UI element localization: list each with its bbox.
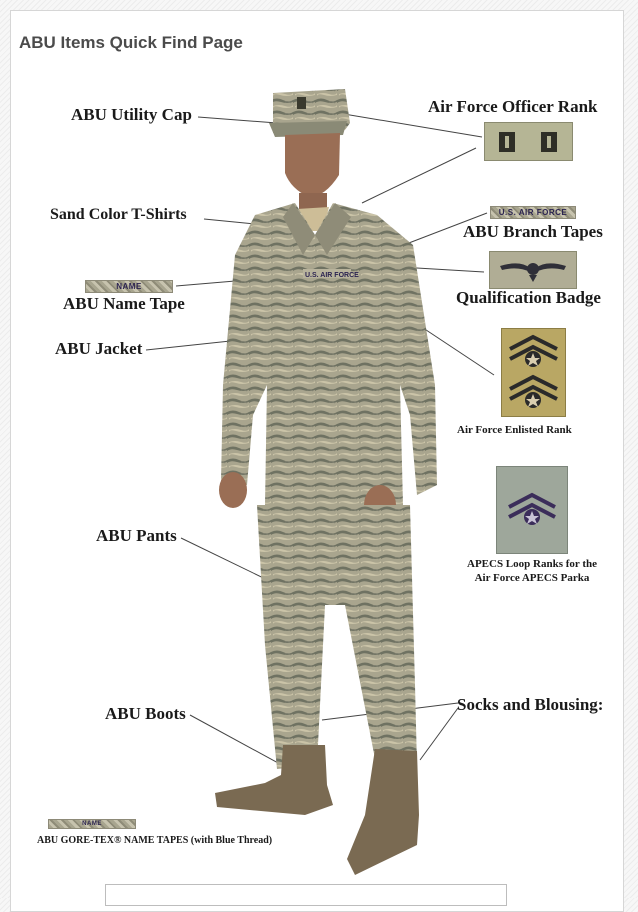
jacket-chest-tape-text: U.S. AIR FORCE <box>305 272 359 279</box>
name-tape-swatch: NAME <box>85 280 173 293</box>
bottom-content-box <box>105 884 507 906</box>
label-abu-name-tape[interactable]: ABU Name Tape <box>63 294 185 313</box>
captain-bars-icon <box>499 132 557 152</box>
label-abu-branch-tapes[interactable]: ABU Branch Tapes <box>463 222 603 241</box>
officer-rank-patch <box>484 122 573 161</box>
wings-badge-icon <box>500 263 566 282</box>
enlisted-stripes-icon <box>509 334 558 408</box>
apecs-label-line-2: Air Force APECS Parka <box>474 572 590 584</box>
label-sand-color-tshirts[interactable]: Sand Color T-Shirts <box>50 206 187 223</box>
label-abu-utility-cap[interactable]: ABU Utility Cap <box>71 105 192 124</box>
label-qualification-badge[interactable]: Qualification Badge <box>456 288 601 307</box>
label-gore-tex-name-tapes[interactable]: ABU GORE-TEX® NAME TAPES (with Blue Thre… <box>37 835 273 846</box>
gore-tex-tape-swatch: NAME <box>48 819 136 829</box>
apecs-stripes-icon <box>508 492 556 525</box>
label-abu-boots[interactable]: ABU Boots <box>105 704 186 723</box>
label-apecs-loop-ranks[interactable]: APECS Loop Ranks for the Air Force APECS… <box>462 557 602 585</box>
apecs-label-line-1: APECS Loop Ranks for the <box>467 558 597 570</box>
label-socks-and-blousing[interactable]: Socks and Blousing: <box>457 695 604 714</box>
enlisted-rank-patch <box>501 328 566 417</box>
label-air-force-officer-rank[interactable]: Air Force Officer Rank <box>428 97 598 116</box>
page-title: ABU Items Quick Find Page <box>19 33 243 52</box>
label-air-force-enlisted-rank[interactable]: Air Force Enlisted Rank <box>457 424 572 436</box>
branch-tape-swatch: U.S. AIR FORCE <box>490 206 576 219</box>
label-abu-pants[interactable]: ABU Pants <box>96 526 177 545</box>
apecs-loop-rank-patch <box>496 466 568 554</box>
soldier-figure: U.S. AIR FORCE <box>215 89 437 875</box>
qualification-badge-patch <box>489 251 577 289</box>
label-abu-jacket[interactable]: ABU Jacket <box>55 339 143 358</box>
